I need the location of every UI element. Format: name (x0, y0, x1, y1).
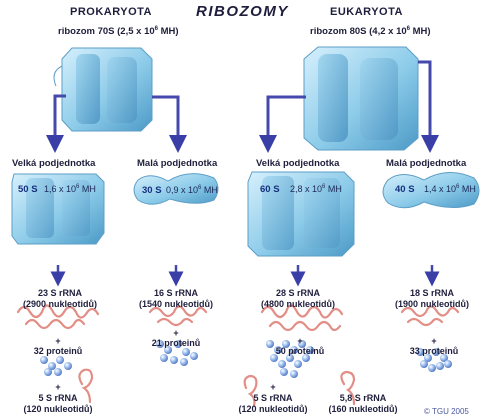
eukaryote-large-subunit-label: Velká podjednotka (256, 158, 340, 169)
rrna-23s-strand (16, 304, 100, 330)
prokaryote-large-subunit-label: Velká podjednotka (12, 158, 96, 169)
prokaryote-split-arrows (46, 94, 187, 153)
prokaryote-small-proteins: +21 proteinů (151, 328, 201, 348)
protein-cluster-21 (156, 340, 198, 366)
eukaryote-28s-rrna-label: 28 S rRNA(4800 nukleotidů) (260, 288, 335, 309)
eukaryota-heading: EUKARYOTA (330, 6, 403, 18)
eukaryote-18s-rrna-label: 18 S rRNA(1900 nukleotidů) (394, 288, 469, 309)
prokaryote-large-proteins: +32 proteinů (33, 336, 83, 356)
rrna-18s-strand (400, 305, 460, 327)
diagram-title: RIBOZOMY (196, 3, 289, 20)
prokaryote-large-subunit (11, 173, 105, 245)
eukaryote-5s-rrna-label: +5 S rRNA(120 nukleotidů) (238, 382, 308, 414)
copyright-notice: © TGU 2005 (424, 407, 469, 416)
rrna-16s-strand (148, 305, 208, 327)
prokaryote-5s-rrna-label: +5 S rRNA(120 nukleotidů) (23, 382, 93, 414)
prokaryota-heading: PROKARYOTA (70, 6, 152, 18)
protein-cluster-50 (266, 340, 314, 378)
eukaryote-ribosome-label: ribozom 80S (4,2 x 106 MH) (310, 25, 431, 37)
eukaryote-large-subunit (247, 171, 355, 257)
eukaryote-small-mass: 1,4 x 106 MH (424, 184, 476, 194)
component-arrows (50, 265, 440, 287)
protein-cluster-33 (416, 348, 452, 372)
prokaryote-small-s-value: 30 S (142, 185, 162, 196)
eukaryote-small-proteins: +33 proteinů (409, 336, 459, 356)
protein-cluster-32 (40, 356, 72, 376)
rrna-28s-strand (260, 304, 344, 332)
eukaryote-5-8s-rrna-label: 5,8 S rRNA(160 nukleotidů) (328, 393, 398, 414)
prokaryote-70s-ribosome (53, 47, 153, 132)
eukaryote-large-proteins: +50 proteinů (275, 336, 325, 356)
prokaryote-small-subunit-label: Malá podjednotka (137, 158, 218, 169)
rrna-strands (16, 304, 460, 408)
prokaryote-16s-rrna-label: 16 S rRNA(1540 nukleotidů) (138, 288, 213, 309)
eukaryote-split-arrows (259, 60, 439, 153)
rrna-5s-prokaryote-strand (78, 368, 94, 404)
prokaryote-large-s-value: 50 S (18, 184, 38, 195)
eukaryote-large-s-value: 60 S (260, 184, 280, 195)
prokaryote-small-mass: 0,9 x 106 MH (166, 185, 218, 195)
prokaryote-small-subunit (133, 173, 219, 205)
rrna-5s-eukaryote-strand (243, 374, 258, 408)
prokaryote-ribosome-label: ribozom 70S (2,5 x 106 MH) (58, 25, 179, 37)
eukaryote-80s-ribosome (303, 46, 419, 151)
eukaryote-small-s-value: 40 S (395, 184, 415, 195)
prokaryote-23s-rrna-label: 23 S rRNA(2900 nukleotidů) (22, 288, 97, 309)
rrna-5-8s-strand (340, 370, 356, 406)
prokaryote-large-mass: 1,6 x 106 MH (44, 184, 96, 194)
eukaryote-large-mass: 2,8 x 106 MH (290, 184, 342, 194)
eukaryote-small-subunit-label: Malá podjednotka (386, 158, 467, 169)
eukaryote-small-subunit (382, 172, 480, 209)
